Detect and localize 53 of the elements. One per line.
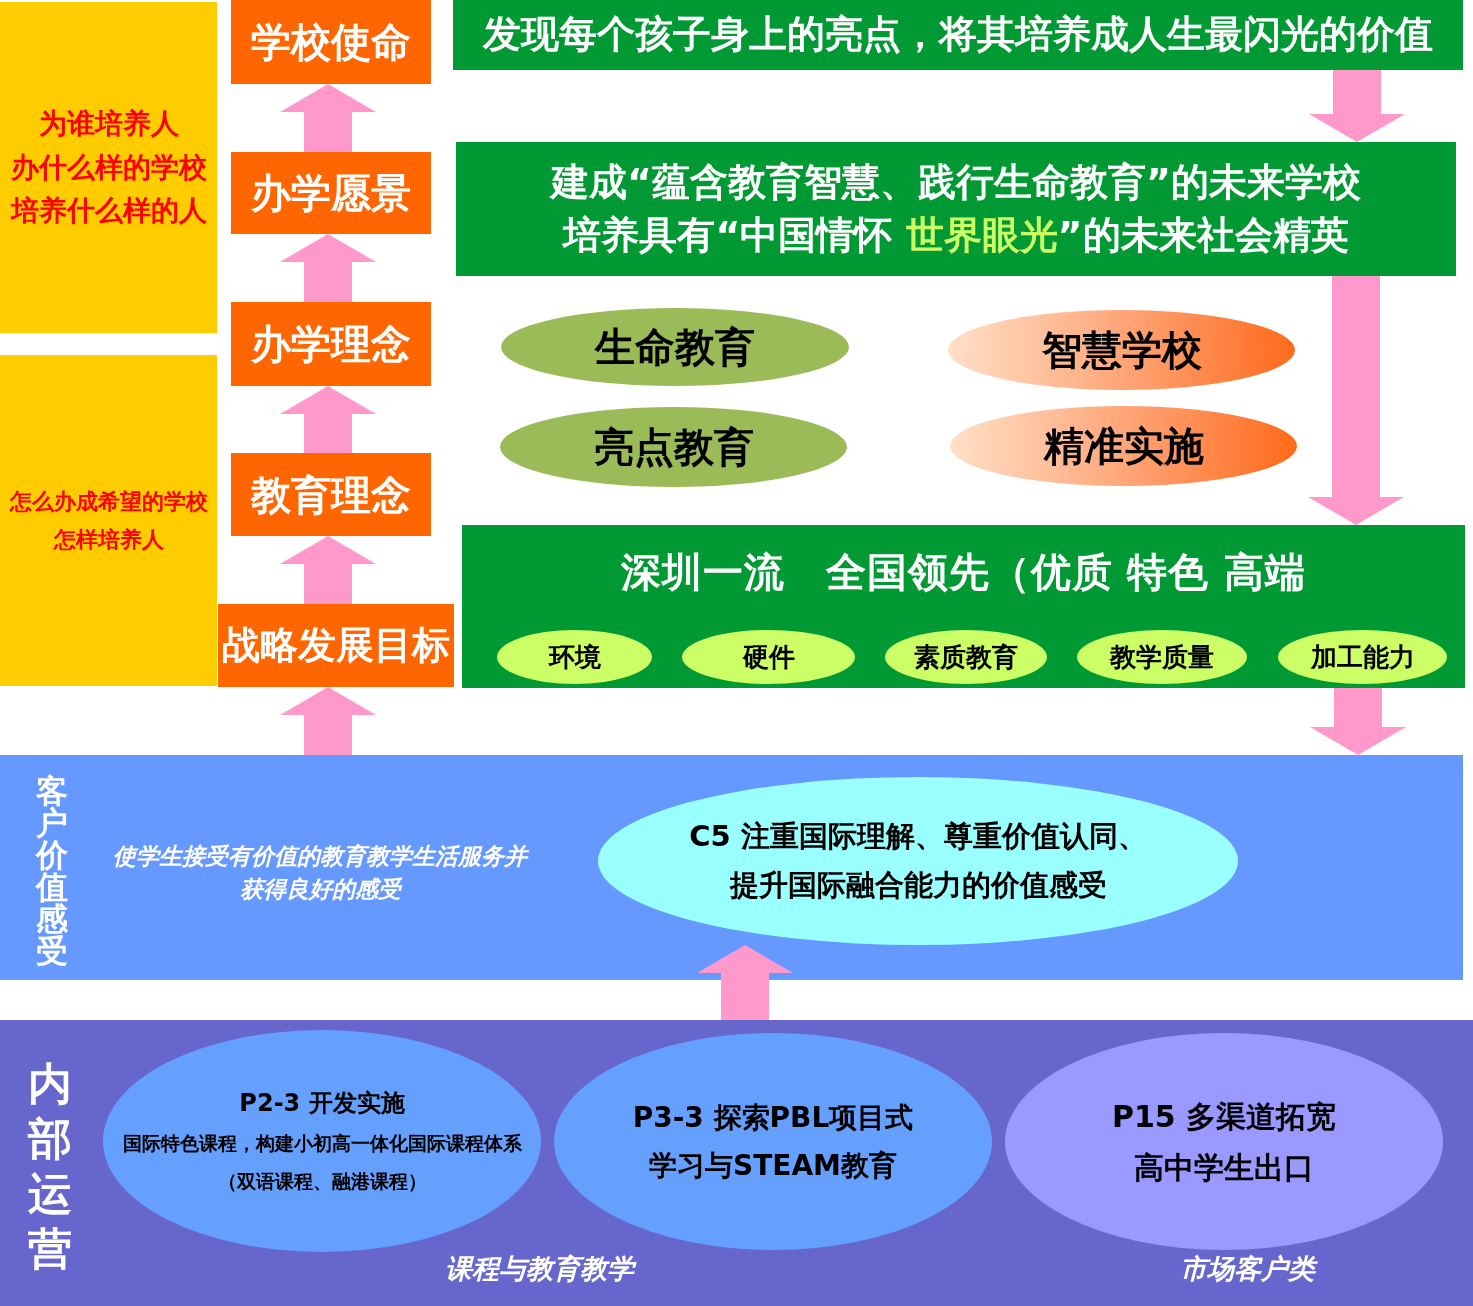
question-text: 怎么办成希望的学校 (9, 488, 208, 516)
mission-banner (453, 0, 1463, 70)
node-text: 教育理念 (251, 470, 411, 520)
vision-box (456, 142, 1456, 276)
node-text: 发现每个孩子身上的亮点，将其培养成人生最闪光的价值 (483, 11, 1433, 59)
node-text: 深圳一流 全国领先（优质 特色 高端 (620, 547, 1307, 597)
block-arrow (1310, 688, 1406, 755)
block-arrow (1309, 70, 1405, 142)
node-text: （双语课程、融港课程） (217, 1170, 427, 1194)
block-arrow (280, 536, 376, 604)
node-text: 加工能力 (1310, 640, 1415, 674)
node-text: 办学理念 (251, 320, 411, 369)
block-arrow (280, 687, 376, 755)
node-text: 环境 (548, 640, 601, 674)
node-text: 硬件 (742, 640, 795, 674)
process-title: P2-3 开发实施 (239, 1088, 405, 1119)
node-text: 智慧学校 (1041, 326, 1202, 375)
label-box (231, 302, 431, 386)
node-text: C5 注重国际理解、尊重价值认同、提升国际融合能力的价值感受 (688, 817, 1148, 904)
label-box (231, 453, 431, 536)
node-text: 建成“蕴含教育智慧、践行生命教育”的未来学校 (551, 158, 1361, 206)
goal-box (462, 525, 1465, 688)
operations-band (0, 1020, 1473, 1306)
description-text: 使学生接受有价值的教育教学生活服务并获得良好的感受 (112, 842, 530, 905)
question-text: 培养什么样的人 (10, 193, 207, 230)
node-text: P15 多渠道拓宽高中学生出口 (1110, 1097, 1338, 1187)
node-text: 亮点教育 (593, 423, 754, 472)
vertical-heading: 客户价值感受 (36, 775, 68, 967)
node-text: P3-3 探索PBL项目式学习与STEAM教育 (631, 1099, 915, 1184)
block-arrow (1308, 276, 1404, 525)
label-box (231, 0, 431, 84)
block-arrow (280, 386, 376, 453)
vertical-heading: 内部运营 (28, 1057, 72, 1276)
question-text: 办什么样的学校 (10, 149, 207, 186)
node-text: 学校使命 (251, 18, 411, 67)
label-box (231, 152, 431, 234)
node-text: 生命教育 (595, 323, 755, 372)
block-arrow (280, 84, 376, 152)
question-box (0, 355, 217, 686)
node-text: 素质教育 (914, 640, 1018, 674)
question-text: 怎样培养人 (53, 525, 164, 553)
label-box (218, 604, 454, 687)
node-text: 精准实施 (1043, 422, 1204, 471)
block-arrow (280, 234, 376, 302)
block-arrow (697, 945, 793, 1020)
node-text: 国际特色课程，构建小初高一体化国际课程体系 (122, 1132, 522, 1156)
question-text: 为谁培养人 (38, 106, 179, 143)
node-text: 教学质量 (1110, 640, 1214, 674)
node-text: 培养具有“中国情怀 世界眼光”的未来社会精英 (563, 212, 1349, 259)
node-text: 办学愿景 (251, 169, 411, 218)
value-band (0, 755, 1463, 980)
question-box (0, 2, 217, 333)
node-text: 战略发展目标 (222, 621, 450, 669)
